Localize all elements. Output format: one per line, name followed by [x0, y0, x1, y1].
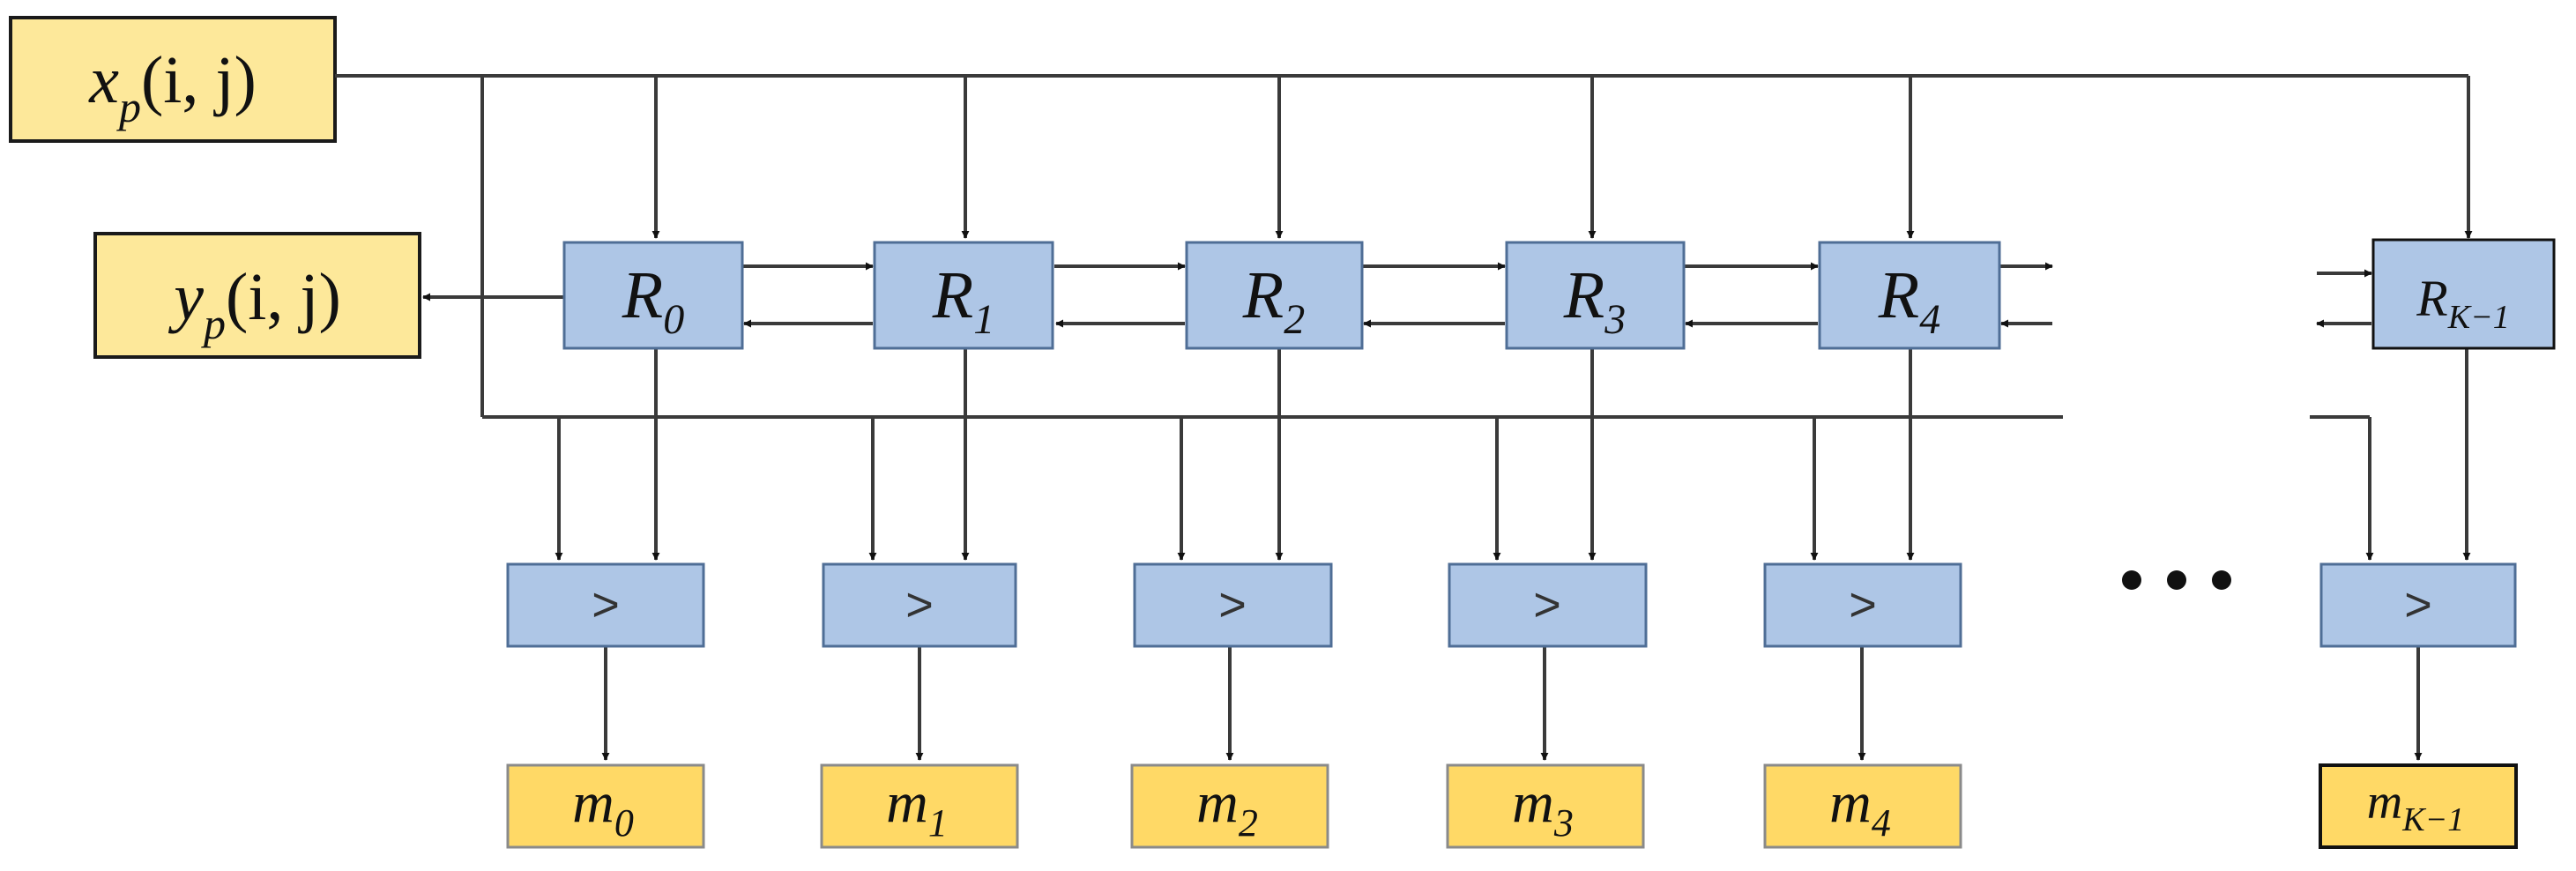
comparator-1-box	[822, 562, 1017, 648]
register-r2-label: R2	[1242, 258, 1305, 343]
register-rk: RK−1	[2371, 238, 2556, 350]
output-m3: m3	[1446, 763, 1645, 849]
comparator-k-symbol: >	[2404, 578, 2432, 631]
output-m1-box	[820, 763, 1019, 849]
output-mk-box	[2319, 763, 2518, 849]
register-r1-label: R1	[932, 258, 994, 343]
comparator-1-symbol: >	[905, 578, 934, 631]
register-rk-box	[2371, 238, 2556, 350]
comparator-2: >	[1133, 562, 1333, 648]
ellipsis-dots	[2122, 570, 2231, 590]
register-row: R0 R1 R2 R3 R4 RK−1	[562, 238, 2556, 350]
output-m4-label: m4	[1829, 770, 1891, 845]
output-m1: m1	[820, 763, 1019, 849]
output-m4-box	[1763, 763, 1962, 849]
ellipsis-dot-1	[2122, 570, 2141, 590]
input-x-block: xp(i, j)	[9, 16, 337, 143]
output-y-label: yp(i, j)	[168, 260, 341, 348]
output-y-box	[93, 232, 421, 359]
output-m0-label: m0	[572, 770, 634, 845]
output-mk: mK−1	[2319, 763, 2518, 849]
comparator-1: >	[822, 562, 1017, 648]
comparator-4: >	[1763, 562, 1962, 648]
input-x-box	[9, 16, 337, 143]
output-y-block: yp(i, j)	[93, 232, 421, 359]
comparator-4-box	[1763, 562, 1962, 648]
comparator-4-symbol: >	[1849, 578, 1877, 631]
input-x-label: xp(i, j)	[88, 43, 257, 131]
output-row: m0 m1 m2 m3 m4 mK−1	[506, 763, 2518, 849]
register-r2: R2	[1185, 241, 1364, 350]
register-r4-box	[1818, 241, 2001, 350]
comparator-2-box	[1133, 562, 1333, 648]
output-m2-box	[1130, 763, 1329, 849]
comparator-3-symbol: >	[1533, 578, 1561, 631]
register-r0-box	[562, 241, 744, 350]
output-mk-label: mK−1	[2367, 775, 2464, 838]
ellipsis-dot-3	[2212, 570, 2231, 590]
comparator-0-box	[506, 562, 705, 648]
output-m0: m0	[506, 763, 705, 849]
output-m2-label: m2	[1196, 770, 1258, 845]
comparator-k: >	[2319, 562, 2517, 648]
comparator-k-box	[2319, 562, 2517, 648]
comparator-0-symbol: >	[592, 578, 620, 631]
ellipsis-dot-2	[2167, 570, 2186, 590]
register-r3: R3	[1505, 241, 1686, 350]
register-r1: R1	[873, 241, 1054, 350]
register-r4-label: R4	[1878, 258, 1940, 343]
wires	[335, 74, 2473, 761]
register-r0-label: R0	[622, 258, 684, 343]
register-rk-label: RK−1	[2416, 270, 2509, 336]
comparator-3-box	[1448, 562, 1648, 648]
output-m3-label: m3	[1512, 770, 1574, 845]
comparator-row: > > > > > >	[506, 562, 2517, 648]
comparator-3: >	[1448, 562, 1648, 648]
register-r1-box	[873, 241, 1054, 350]
register-r4: R4	[1818, 241, 2001, 350]
output-m0-box	[506, 763, 705, 849]
output-m4: m4	[1763, 763, 1962, 849]
register-r0: R0	[562, 241, 744, 350]
output-m3-box	[1446, 763, 1645, 849]
register-r3-box	[1505, 241, 1686, 350]
output-m2: m2	[1130, 763, 1329, 849]
comparator-0: >	[506, 562, 705, 648]
output-m1-label: m1	[886, 770, 948, 845]
comparator-2-symbol: >	[1218, 578, 1247, 631]
register-r3-label: R3	[1563, 258, 1626, 343]
register-r2-box	[1185, 241, 1364, 350]
